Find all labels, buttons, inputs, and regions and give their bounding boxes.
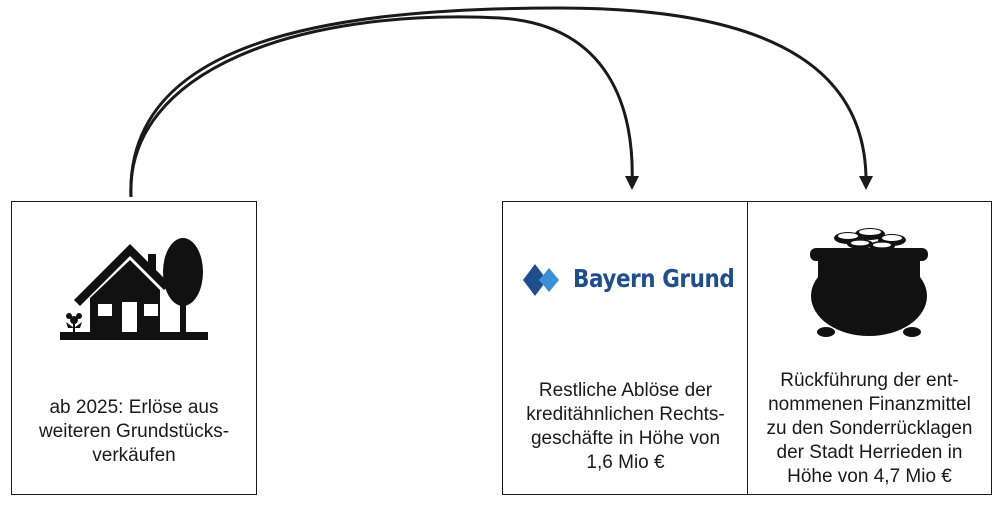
arrowhead-mid — [625, 176, 639, 190]
sonderruecklagen-text: Rückführung der ent- nommenen Finanzmitt… — [766, 370, 973, 487]
arrow-to-bayerngrund — [129, 15, 634, 198]
bayerngrund-diamond-icon — [523, 264, 559, 296]
house-with-tree-icon — [60, 220, 210, 341]
pot-of-coins-icon — [804, 218, 934, 342]
bayerngrund-logo: Bayern Grund — [523, 262, 735, 298]
arrow-to-sonderruecklagen — [129, 6, 868, 198]
box-bayerngrund: Bayern Grund Restliche Ablöse der kredit… — [502, 201, 749, 495]
arrowhead-right — [859, 176, 873, 190]
grundstuecksverkaeufe-text: ab 2025: Erlöse aus weiteren Grundstücks… — [38, 397, 230, 466]
box-sonderruecklagen: Rückführung der ent- nommenen Finanzmitt… — [747, 201, 992, 495]
abloese-text: Restliche Ablöse der kreditähnlichen Rec… — [526, 380, 725, 473]
bayerngrund-logo-text: Bayern Grund — [573, 264, 735, 293]
box-grundstuecksverkaeufe: ab 2025: Erlöse aus weiteren Grundstücks… — [11, 201, 257, 495]
